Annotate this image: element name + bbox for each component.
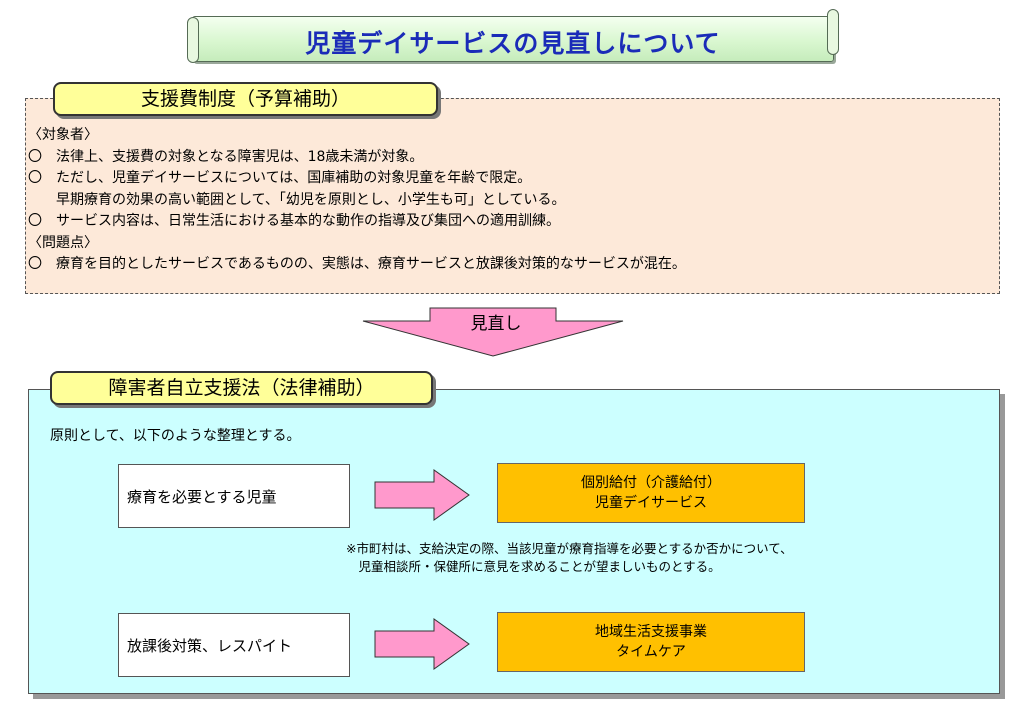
- individual-benefit-box: 個別給付（介護給付） 児童デイサービス: [497, 463, 805, 523]
- heading-target: 〈対象者〉: [28, 127, 98, 143]
- bullet-line: 〇 法律上、支援費の対象となる障害児は、18歳未満が対象。: [28, 148, 424, 165]
- community-support-line1: 地域生活支援事業: [595, 624, 707, 640]
- support-system-text: 〈対象者〉 〇 法律上、支援費の対象となる障害児は、18歳未満が対象。 〇 ただ…: [28, 125, 686, 276]
- community-support-box: 地域生活支援事業 タイムケア: [497, 612, 805, 672]
- banner-curl-left: [187, 17, 199, 63]
- after-school-text: 放課後対策、レスパイト: [127, 636, 293, 655]
- bullet-line: 〇 療育を目的としたサービスであるものの、実態は、療育サービスと放課後対策的なサ…: [28, 256, 686, 272]
- support-system-label: 支援費制度（予算補助）: [53, 82, 438, 116]
- individual-benefit-line1: 個別給付（介護給付）: [581, 475, 721, 491]
- after-school-box: 放課後対策、レスパイト: [118, 613, 350, 677]
- note-line1: ※市町村は、支給決定の際、当該児童が療育指導を必要とするか否かについて、: [346, 541, 793, 556]
- note-line2: 児童相談所・保健所に意見を求めることが望ましいものとする。: [346, 559, 721, 574]
- bullet-line: 早期療育の効果の高い範囲として、「幼児を原則とし、小学生も可」としている。: [28, 191, 566, 208]
- bullet-line: 〇 ただし、児童デイサービスについては、国庫補助の対象児童を年齢で限定。: [28, 170, 532, 186]
- lower-intro-text: 原則として、以下のような整理とする。: [50, 428, 301, 444]
- bullet-line: 〇 サービス内容は、日常生活における基本的な動作の指導及び集団への適用訓練。: [28, 213, 560, 229]
- note-text: ※市町村は、支給決定の際、当該児童が療育指導を必要とするか否かについて、 児童相…: [346, 540, 793, 576]
- community-support-line2: タイムケア: [616, 644, 686, 660]
- title-banner: 児童デイサービスの見直しについて: [187, 9, 839, 63]
- heading-issues: 〈問題点〉: [28, 234, 98, 251]
- review-label: 見直し: [470, 314, 522, 334]
- right-arrow-icon: [374, 469, 470, 521]
- support-system-panel: 〈対象者〉 〇 法律上、支援費の対象となる障害児は、18歳未満が対象。 〇 ただ…: [25, 98, 1000, 294]
- child-needing-care-text: 療育を必要とする児童: [127, 487, 277, 506]
- right-arrow-icon: [374, 618, 470, 670]
- independence-support-label: 障害者自立支援法（法律補助）: [50, 371, 433, 405]
- down-arrow-icon: [362, 307, 624, 357]
- banner-curl-right: [827, 9, 839, 55]
- child-needing-care-box: 療育を必要とする児童: [118, 464, 350, 528]
- individual-benefit-line2: 児童デイサービス: [595, 495, 707, 511]
- page-title: 児童デイサービスの見直しについて: [305, 29, 721, 58]
